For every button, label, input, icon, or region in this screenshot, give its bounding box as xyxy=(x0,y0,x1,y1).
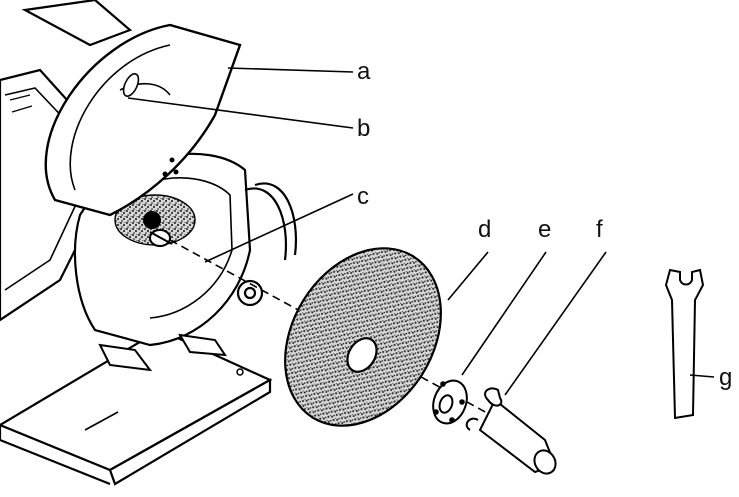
outer-flange xyxy=(432,379,468,425)
abrasive-cutting-disc xyxy=(284,247,442,427)
socket-wrench-tool xyxy=(465,387,557,475)
housing-feet xyxy=(98,333,227,372)
callout-label-e: e xyxy=(538,216,552,243)
callout-label-a: a xyxy=(357,58,371,85)
spanner-wrench xyxy=(664,268,705,420)
spindle xyxy=(143,211,173,247)
callout-leaders xyxy=(127,67,715,396)
callout-label-b: b xyxy=(357,115,371,142)
machine-base xyxy=(0,328,273,486)
upper-blade-guard xyxy=(44,23,242,217)
upper-arm xyxy=(21,0,133,47)
callout-label-f: f xyxy=(596,216,603,243)
callout-label-d: d xyxy=(478,216,492,243)
callout-label-g: g xyxy=(719,364,733,391)
callout-label-c: c xyxy=(357,183,369,210)
